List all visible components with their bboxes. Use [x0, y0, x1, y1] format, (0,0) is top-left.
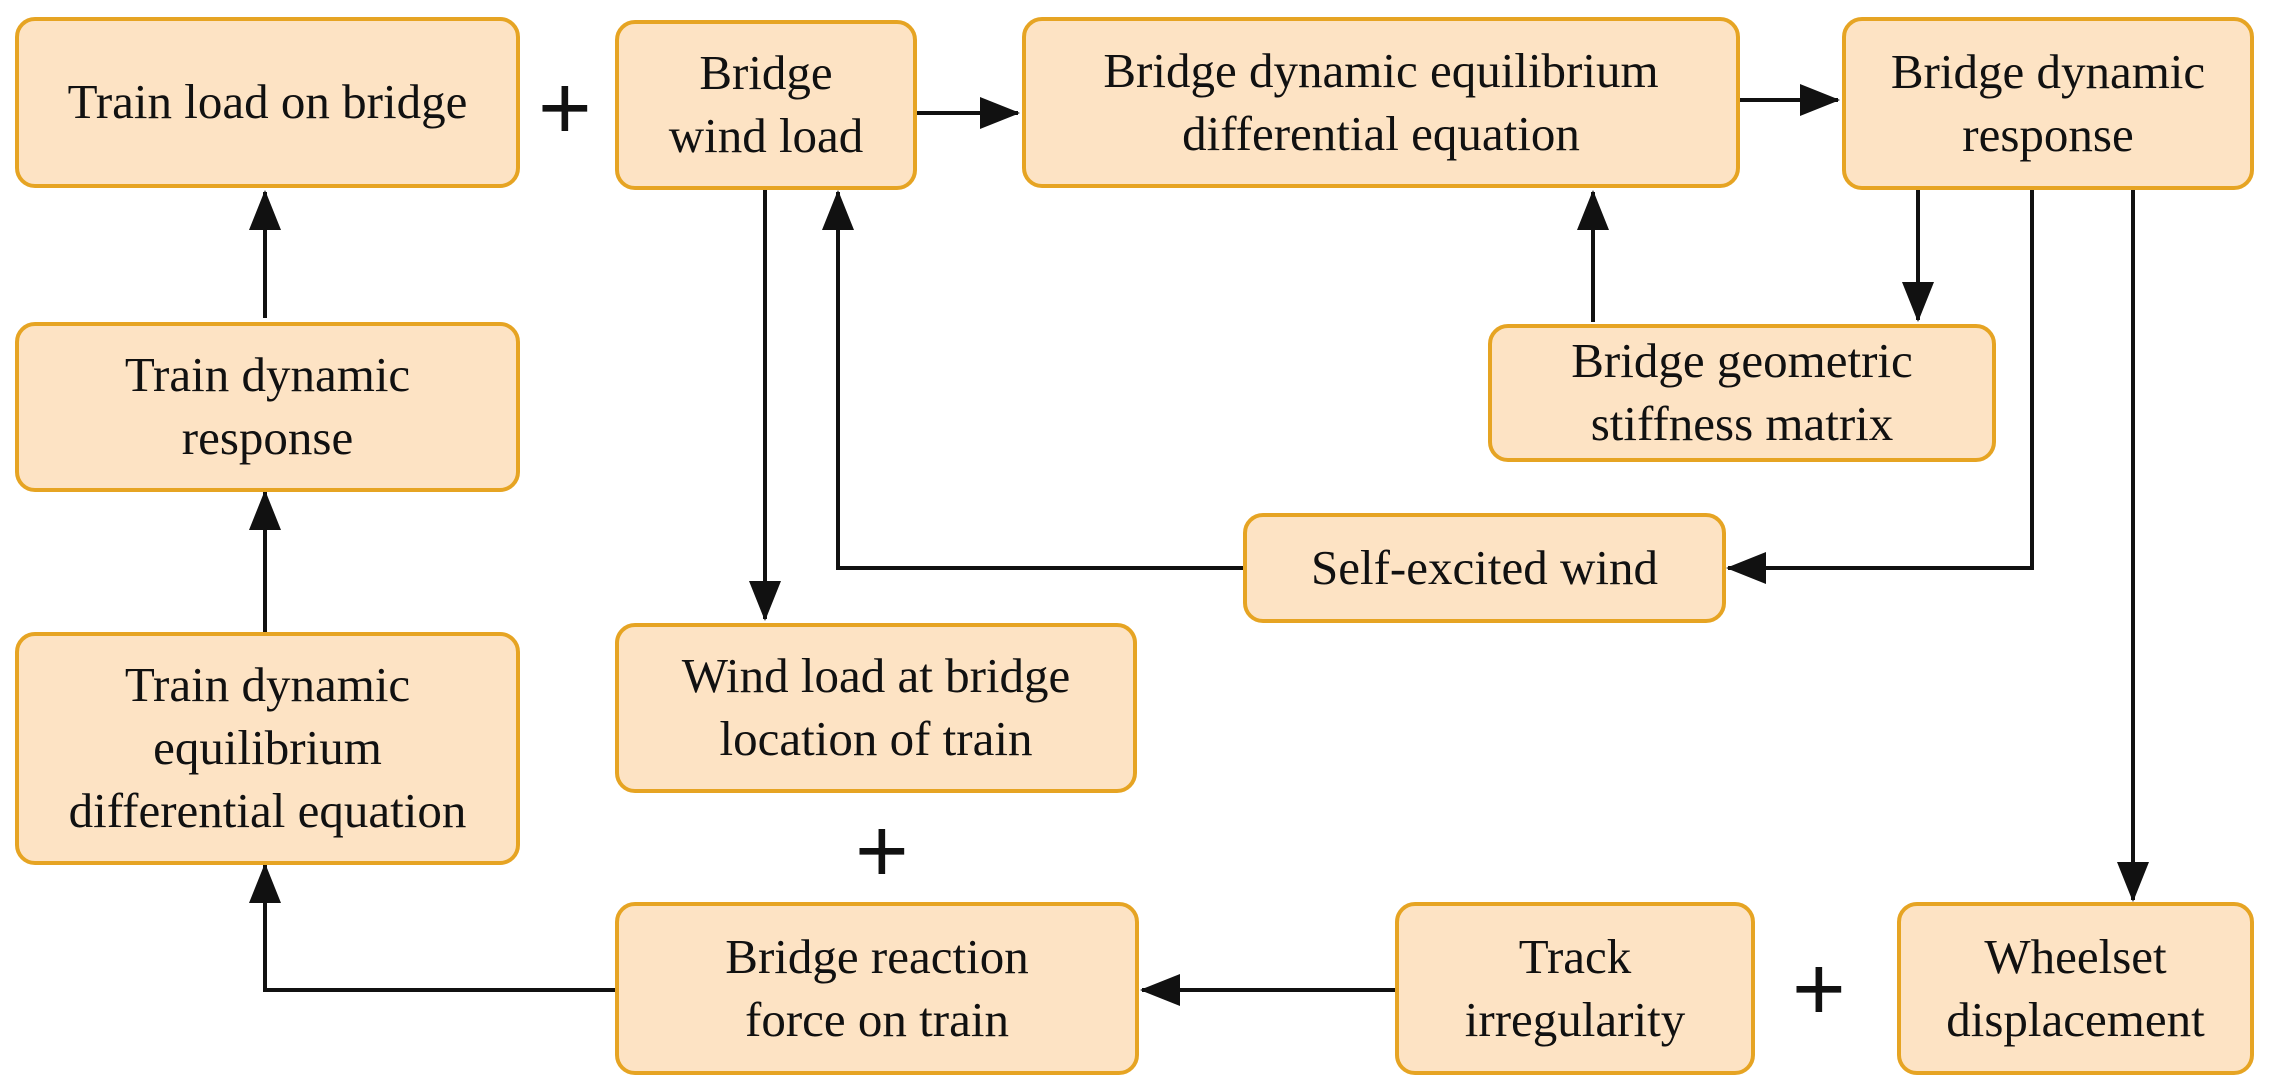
wheelset-displacement-node: Wheelset displacement — [1897, 902, 2254, 1075]
wind-load-at-train-node: Wind load at bridge location of train — [615, 623, 1137, 793]
plus-operator-middle: + — [855, 800, 909, 902]
train-load-node: Train load on bridge — [15, 17, 520, 188]
bridge-response-node: Bridge dynamic response — [1842, 17, 2254, 190]
geometric-stiffness-node: Bridge geometric stiffness matrix — [1488, 324, 1996, 462]
track-irregularity-node: Track irregularity — [1395, 902, 1755, 1075]
arrow-bridge-response-to-self-excited-wind — [1726, 190, 2034, 584]
bridge-wind-load-node: Bridge wind load — [615, 20, 917, 190]
reaction-force-node: Bridge reaction force on train — [615, 902, 1139, 1075]
plus-operator-bottom: + — [1792, 938, 1846, 1040]
arrow-self-excited-wind-to-wind-load — [822, 190, 1243, 570]
train-equilibrium-node: Train dynamic equilibrium differential e… — [15, 632, 520, 865]
self-excited-wind-node: Self-excited wind — [1243, 513, 1726, 623]
train-response-node: Train dynamic response — [15, 322, 520, 492]
arrow-reaction-force-to-train-equation — [249, 863, 615, 992]
bridge-equilibrium-node: Bridge dynamic equilibrium differential … — [1022, 17, 1740, 188]
plus-operator-top: + — [538, 57, 592, 159]
